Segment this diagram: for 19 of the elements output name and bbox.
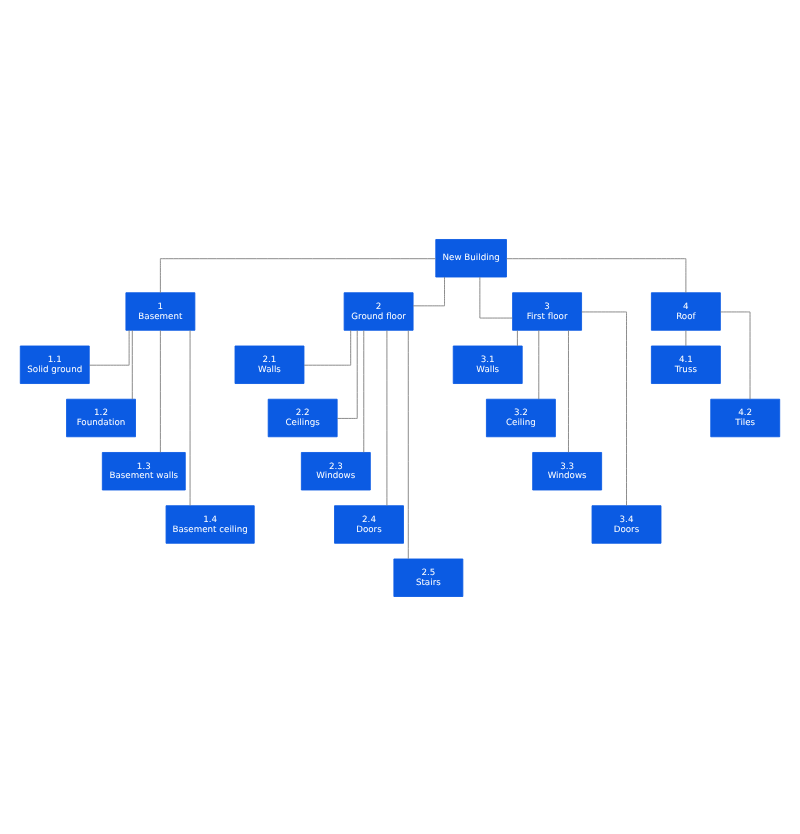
connector bbox=[159, 329, 161, 452]
connector bbox=[685, 329, 687, 346]
connector bbox=[516, 329, 518, 346]
connector bbox=[88, 328, 130, 365]
connector bbox=[303, 328, 352, 365]
connector bbox=[131, 328, 133, 399]
connector bbox=[581, 310, 627, 506]
connector bbox=[336, 328, 358, 418]
connector bbox=[386, 328, 388, 506]
connector bbox=[506, 257, 687, 293]
connector bbox=[720, 310, 751, 399]
connector bbox=[538, 328, 540, 399]
connector bbox=[189, 328, 191, 506]
connector bbox=[407, 329, 409, 559]
connector bbox=[568, 329, 569, 452]
connector bbox=[412, 275, 445, 306]
connector bbox=[363, 329, 365, 452]
connector bbox=[479, 275, 513, 318]
connector bbox=[159, 257, 436, 293]
